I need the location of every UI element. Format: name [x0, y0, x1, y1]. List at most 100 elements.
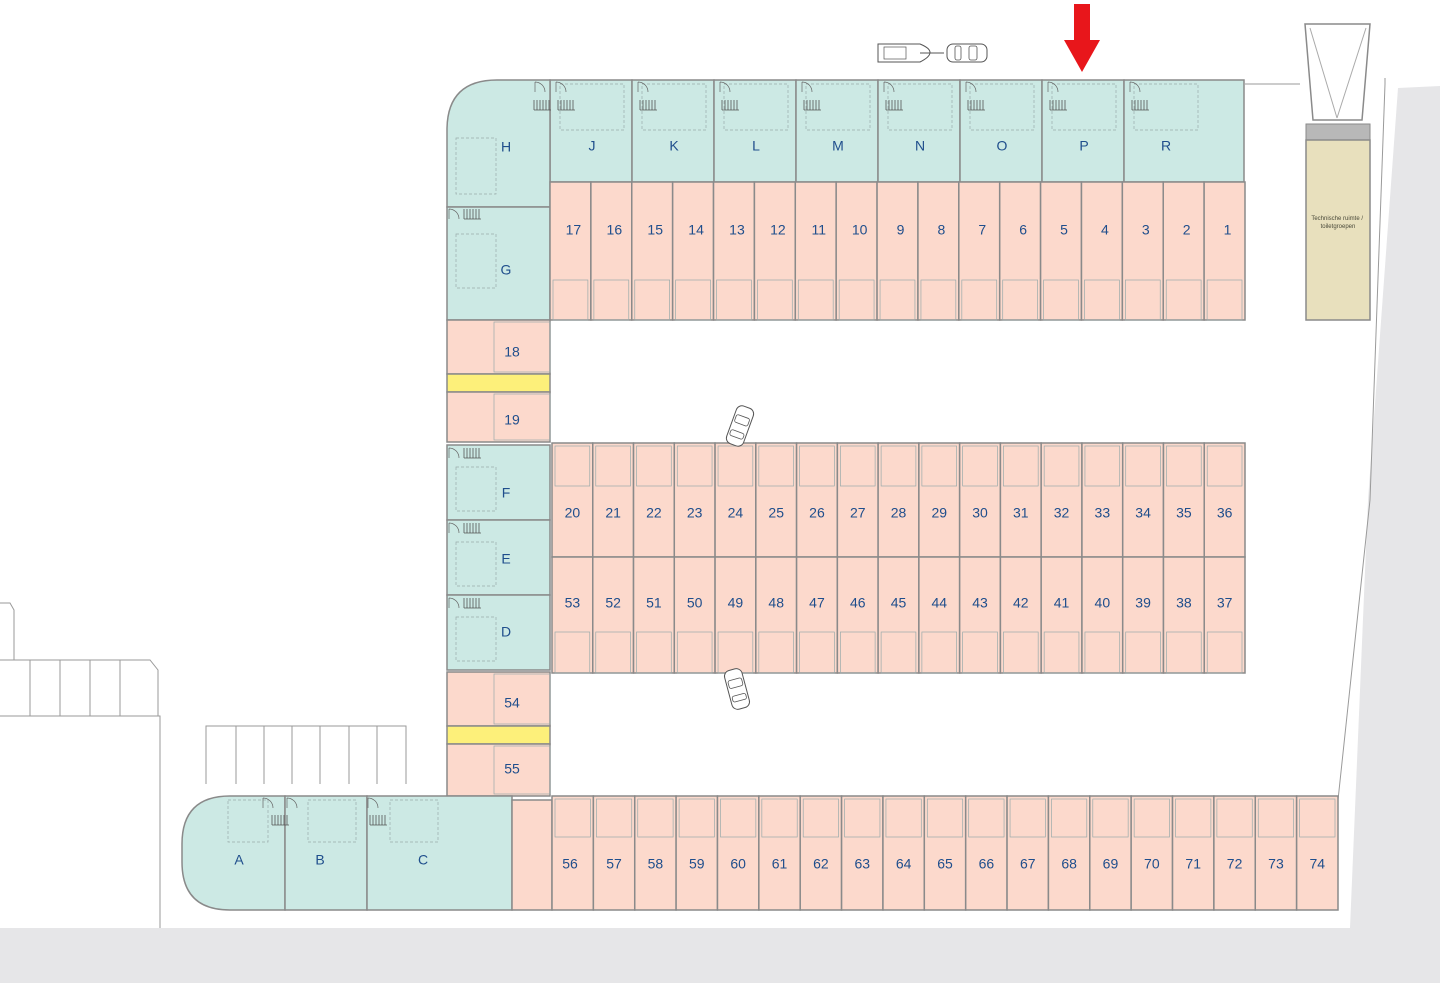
- unit-13[interactable]: 13: [712, 181, 756, 321]
- unit-m[interactable]: M: [795, 79, 879, 183]
- unit-38[interactable]: 38: [1162, 556, 1205, 674]
- unit-b[interactable]: B: [284, 795, 368, 911]
- unit-14[interactable]: 14: [671, 181, 715, 321]
- unit-3[interactable]: 3: [1121, 181, 1164, 321]
- unit-o[interactable]: O: [959, 79, 1043, 183]
- unit-24[interactable]: 24: [714, 442, 757, 558]
- unit-26[interactable]: 26: [795, 442, 839, 558]
- unit-43[interactable]: 43: [958, 556, 1002, 674]
- unit-32[interactable]: 32: [1040, 442, 1083, 558]
- unit-k[interactable]: K: [631, 79, 715, 183]
- unit-7[interactable]: 7: [958, 181, 1001, 321]
- unit-71[interactable]: 71: [1171, 795, 1215, 911]
- unit-61[interactable]: 61: [758, 795, 801, 911]
- unit-c[interactable]: C: [366, 795, 513, 911]
- unit-67[interactable]: 67: [1006, 795, 1050, 911]
- unit-r[interactable]: R: [1123, 79, 1245, 183]
- unit-51[interactable]: 51: [632, 556, 676, 674]
- unit-4[interactable]: 4: [1080, 181, 1124, 321]
- unit-15-label: 15: [647, 222, 663, 238]
- unit-9[interactable]: 9: [876, 181, 919, 321]
- unit-h[interactable]: H: [446, 79, 551, 208]
- unit-1[interactable]: 1: [1203, 181, 1246, 321]
- unit-57[interactable]: 57: [592, 795, 636, 911]
- unit-23[interactable]: 23: [673, 442, 716, 558]
- unit-17[interactable]: 17: [549, 181, 592, 321]
- unit-6[interactable]: 6: [998, 181, 1042, 321]
- unit-46[interactable]: 46: [836, 556, 879, 674]
- unit-40[interactable]: 40: [1081, 556, 1124, 674]
- unit-31[interactable]: 31: [999, 442, 1042, 558]
- unit-41[interactable]: 41: [1040, 556, 1083, 674]
- unit-45[interactable]: 45: [877, 556, 920, 674]
- unit-12[interactable]: 12: [753, 181, 797, 321]
- unit-g[interactable]: G: [446, 206, 551, 321]
- unit-11[interactable]: 11: [794, 181, 837, 321]
- unit-42[interactable]: 42: [999, 556, 1042, 674]
- unit-27[interactable]: 27: [836, 442, 879, 558]
- unit-53[interactable]: 53: [551, 556, 594, 674]
- unit-52[interactable]: 52: [592, 556, 635, 674]
- unit-69[interactable]: 69: [1089, 795, 1132, 911]
- unit-66[interactable]: 66: [964, 795, 1008, 911]
- unit-n[interactable]: N: [877, 79, 961, 183]
- unit-p[interactable]: P: [1041, 79, 1125, 183]
- unit-d[interactable]: D: [446, 594, 551, 671]
- unit-27-label: 27: [850, 505, 866, 521]
- unit-21[interactable]: 21: [592, 442, 635, 558]
- unit-36[interactable]: 36: [1203, 442, 1246, 558]
- unit-25[interactable]: 25: [755, 442, 798, 558]
- unit-19[interactable]: 19: [446, 391, 551, 443]
- unit-49[interactable]: 49: [714, 556, 757, 674]
- unit-5[interactable]: 5: [1039, 181, 1083, 321]
- unit-29[interactable]: 29: [918, 442, 961, 558]
- unit-54[interactable]: 54: [446, 671, 551, 727]
- unit-47[interactable]: 47: [795, 556, 839, 674]
- road-right: [1350, 86, 1440, 928]
- unit-j[interactable]: J: [549, 79, 633, 183]
- unit-46-label: 46: [850, 595, 866, 611]
- unit-37[interactable]: 37: [1203, 556, 1246, 674]
- unit-10[interactable]: 10: [835, 181, 878, 321]
- unit-64[interactable]: 64: [882, 795, 926, 911]
- unit-35[interactable]: 35: [1162, 442, 1205, 558]
- unit-e[interactable]: E: [446, 519, 551, 596]
- unit-59[interactable]: 59: [675, 795, 719, 911]
- unit-65[interactable]: 65: [923, 795, 967, 911]
- unit-33[interactable]: 33: [1081, 442, 1124, 558]
- unit-44[interactable]: 44: [918, 556, 961, 674]
- car-icon: [725, 405, 755, 447]
- unit-74[interactable]: 74: [1295, 795, 1339, 911]
- unit-22[interactable]: 22: [632, 442, 676, 558]
- unit-48[interactable]: 48: [755, 556, 798, 674]
- unit-l[interactable]: L: [713, 79, 797, 183]
- unit-55[interactable]: 55: [446, 743, 551, 797]
- unit-16-label: 16: [607, 222, 623, 238]
- unit-b-label: B: [315, 852, 324, 868]
- unit-68[interactable]: 68: [1047, 795, 1091, 911]
- unit-f[interactable]: F: [446, 444, 551, 521]
- unit-39[interactable]: 39: [1121, 556, 1165, 674]
- unit-58[interactable]: 58: [633, 795, 677, 911]
- unit-18[interactable]: 18: [446, 319, 551, 375]
- unit-a[interactable]: A: [181, 795, 286, 911]
- unit-73[interactable]: 73: [1254, 795, 1298, 911]
- unit-62[interactable]: 62: [799, 795, 843, 911]
- unit-20[interactable]: 20: [551, 442, 594, 558]
- unit-71-label: 71: [1185, 856, 1201, 872]
- unit-34-label: 34: [1135, 505, 1151, 521]
- unit-56[interactable]: 56: [551, 795, 595, 911]
- unit-30[interactable]: 30: [958, 442, 1002, 558]
- unit-50[interactable]: 50: [673, 556, 716, 674]
- unit-15[interactable]: 15: [631, 181, 674, 321]
- unit-8[interactable]: 8: [917, 181, 960, 321]
- unit-72[interactable]: 72: [1213, 795, 1257, 911]
- unit-70[interactable]: 70: [1130, 795, 1174, 911]
- unit-2[interactable]: 2: [1162, 181, 1205, 321]
- unit-16[interactable]: 16: [590, 181, 633, 321]
- unit-28[interactable]: 28: [877, 442, 920, 558]
- unit-60[interactable]: 60: [716, 795, 760, 911]
- unit-63[interactable]: 63: [840, 795, 884, 911]
- unit-34[interactable]: 34: [1121, 442, 1165, 558]
